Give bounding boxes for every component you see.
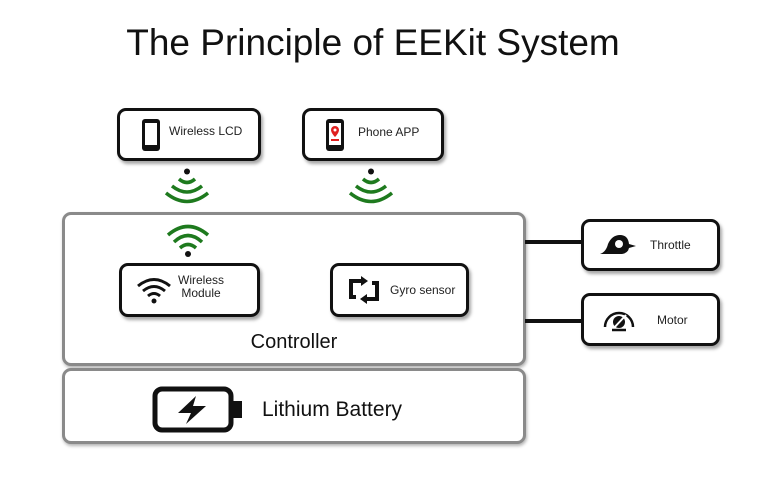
throttle-label: Throttle <box>650 238 691 252</box>
wireless-module-line2: Module <box>181 286 221 300</box>
gyro-sensor-label: Gyro sensor <box>390 283 456 297</box>
wireless-lcd-label: Wireless LCD <box>169 123 243 138</box>
signal-down-icon <box>348 168 394 204</box>
battery-icon <box>152 386 242 433</box>
wireless-module-line1: Wireless <box>178 273 225 287</box>
controller-label: Controller <box>250 331 338 353</box>
wifi-icon-green <box>166 224 210 257</box>
wifi-icon <box>137 278 171 304</box>
phone-app-box: Phone APP <box>302 108 444 161</box>
rotate-arrows-icon <box>349 276 379 304</box>
throttle-icon <box>600 235 636 254</box>
phone-app-icon <box>326 118 344 151</box>
battery-panel <box>62 368 526 444</box>
gauge-icon <box>603 311 635 331</box>
motor-connector <box>525 319 582 323</box>
gyro-sensor-box: Gyro sensor <box>330 263 469 317</box>
signal-down-icon <box>164 168 210 204</box>
phone-app-label: Phone APP <box>358 124 420 139</box>
throttle-connector <box>525 240 582 244</box>
wireless-lcd-box: Wireless LCD <box>117 108 261 161</box>
wireless-module-box: Wireless Module <box>119 263 260 317</box>
phone-icon <box>142 118 160 151</box>
motor-box: Motor <box>581 293 720 346</box>
battery-label: Lithium Battery <box>262 398 403 421</box>
throttle-box: Throttle <box>581 219 720 271</box>
motor-label: Motor <box>657 312 688 327</box>
diagram-title: The Principle of EEKit System <box>126 22 620 63</box>
wireless-module-label: Wireless Module <box>178 274 224 300</box>
